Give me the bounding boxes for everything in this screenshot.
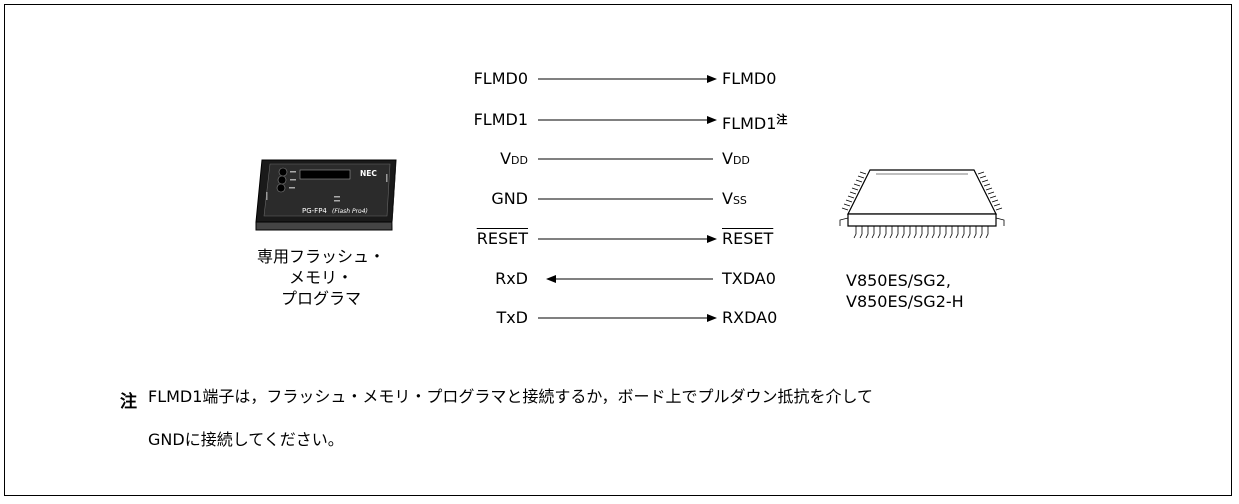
- note-reference-mark: 注: [776, 113, 788, 126]
- left-label-gnd: GND: [491, 189, 528, 208]
- programmer-caption-line-3: プログラマ: [280, 289, 361, 308]
- programmer-caption-line-2: メモリ・: [288, 268, 353, 287]
- chip-caption-line-2: V850ES/SG2-H: [846, 292, 964, 311]
- left-label-flmd0: FLMD0: [473, 69, 528, 88]
- right-label-vss: VSS: [722, 189, 747, 208]
- brand-logo: NEC: [360, 169, 377, 178]
- programmer-caption-line-1: 専用フラッシュ・: [256, 247, 385, 266]
- note-line-1: FLMD1端子は，フラッシュ・メモリ・プログラマと接続するか，ボード上でプルダウ…: [148, 387, 873, 406]
- left-label-vdd: VDD: [500, 149, 528, 168]
- figure-frame: [4, 4, 1232, 496]
- note-line-2: GNDに接続してください。: [148, 430, 344, 449]
- right-label-rxda0: RXDA0: [722, 308, 778, 327]
- chip-caption: V850ES/SG2, V850ES/SG2-H: [846, 270, 964, 312]
- left-label-flmd1: FLMD1: [473, 110, 528, 129]
- left-label-txd: TxD: [496, 308, 528, 327]
- flash-programmer-illustration: NEC PG-FP4 (Flash Pro4): [255, 159, 397, 231]
- device-model-subtext: (Flash Pro4): [332, 208, 368, 215]
- device-model-text: PG-FP4: [302, 207, 327, 215]
- chip-caption-line-1: V850ES/SG2,: [846, 271, 951, 290]
- programmer-caption: 専用フラッシュ・ メモリ・ プログラマ: [228, 246, 414, 309]
- right-label-flmd0: FLMD0: [722, 69, 777, 88]
- left-label-reset: RESET: [476, 229, 528, 248]
- note-mark: 注: [120, 392, 137, 412]
- right-label-txda0: TXDA0: [722, 269, 776, 288]
- left-label-rxd: RxD: [495, 269, 528, 288]
- right-label-reset: RESET: [722, 229, 774, 248]
- right-label-flmd1: FLMD1注: [722, 113, 788, 133]
- right-label-vdd: VDD: [722, 149, 750, 168]
- microcontroller-chip-illustration: [839, 169, 1005, 239]
